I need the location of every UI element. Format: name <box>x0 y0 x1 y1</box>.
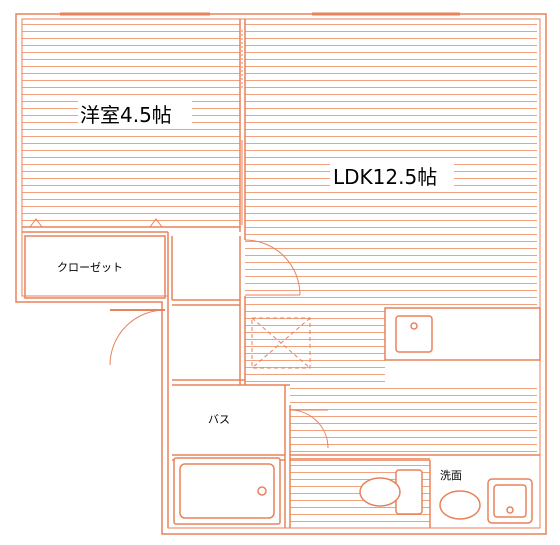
sliding-doors <box>29 30 243 228</box>
closet-label: クローゼット <box>57 261 123 274</box>
floor-storage-hatch <box>251 317 311 369</box>
toilet <box>359 469 423 515</box>
bathtub <box>173 457 281 525</box>
kitchen-floor <box>290 385 537 455</box>
interior-walls <box>22 19 540 528</box>
ldk-label: LDK12.5帖 <box>333 165 437 189</box>
washroom-label: 洗面 <box>440 469 462 482</box>
bath-label: バス <box>208 413 230 426</box>
door-swings <box>109 239 329 449</box>
ldk-floor-lower <box>245 310 385 385</box>
kitchen-counter <box>384 307 541 361</box>
western-room-label: 洋室4.5帖 <box>80 103 172 127</box>
washbasin <box>439 478 533 524</box>
